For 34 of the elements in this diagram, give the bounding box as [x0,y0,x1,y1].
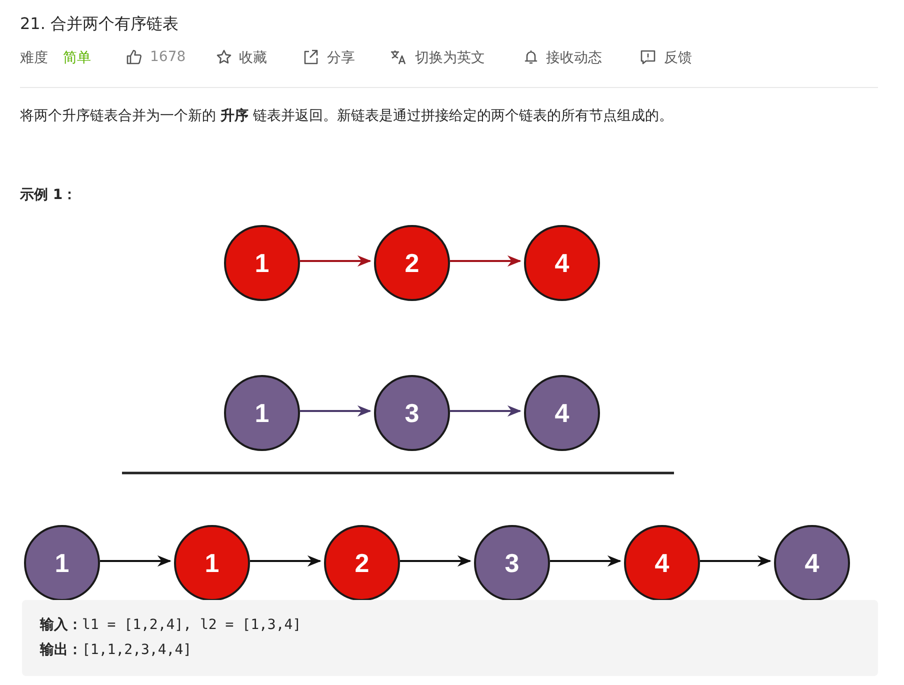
list-node-circle: 4 [524,225,600,301]
arrow [450,405,522,417]
feedback-link: 反馈 [664,49,692,67]
list-node-circle: 3 [374,375,450,451]
arrow [300,255,372,267]
like-count: 1678 [150,49,186,65]
arrow [300,405,372,417]
arrow [100,555,172,567]
favorite-link: 收藏 [239,49,267,67]
arrow [450,255,522,267]
list-node-circle: 3 [474,525,550,601]
list-node-circle: 4 [774,525,850,601]
arrow [550,555,622,567]
page-title: 21. 合并两个有序链表 [20,14,179,35]
language-switch-link: 切换为英文 [415,49,485,67]
arrow [700,555,772,567]
arrow [250,555,322,567]
list-node-circle: 2 [324,525,400,601]
difficulty-value: 简单 [63,49,91,67]
list-node-circle: 4 [524,375,600,451]
problem-description: 将两个升序链表合并为一个新的 升序 链表并返回。新链表是通过拼接给定的两个链表的所有节点组成的。 [20,107,673,125]
list-node-circle: 1 [224,225,300,301]
input-line: 输入：l1 = [1,2,4], l2 = [1,3,4] [40,616,302,634]
difficulty-label: 难度 [20,49,48,67]
list-node-circle: 1 [174,525,250,601]
list-node-circle: 2 [374,225,450,301]
list-node-circle: 1 [24,525,100,601]
share-link: 分享 [327,49,355,67]
subscribe-link: 接收动态 [546,49,602,67]
list-node-circle: 4 [624,525,700,601]
arrow [400,555,472,567]
example-heading: 示例 1： [20,186,77,204]
output-line: 输出：[1,1,2,3,4,4] [40,641,192,659]
list-node-circle: 1 [224,375,300,451]
